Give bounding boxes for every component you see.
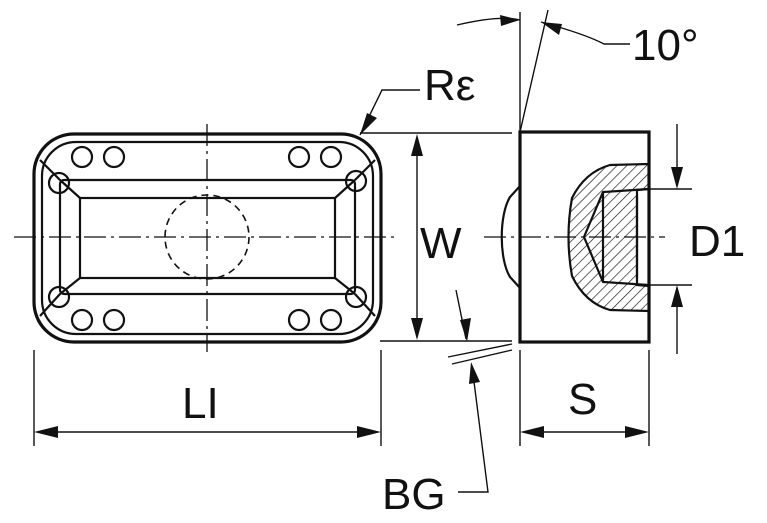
width-label: W [420, 219, 462, 268]
dimension-lines [33, 9, 692, 493]
top-view [14, 124, 396, 352]
diameter-label: D1 [689, 217, 745, 266]
thickness-label: S [568, 375, 597, 424]
corner-radius-label: Rε [424, 61, 475, 110]
side-view [484, 130, 665, 344]
edge-dots [47, 145, 368, 332]
land-label: BG [382, 470, 446, 519]
angle-label: 10° [632, 21, 699, 70]
length-label: LI [182, 379, 219, 428]
